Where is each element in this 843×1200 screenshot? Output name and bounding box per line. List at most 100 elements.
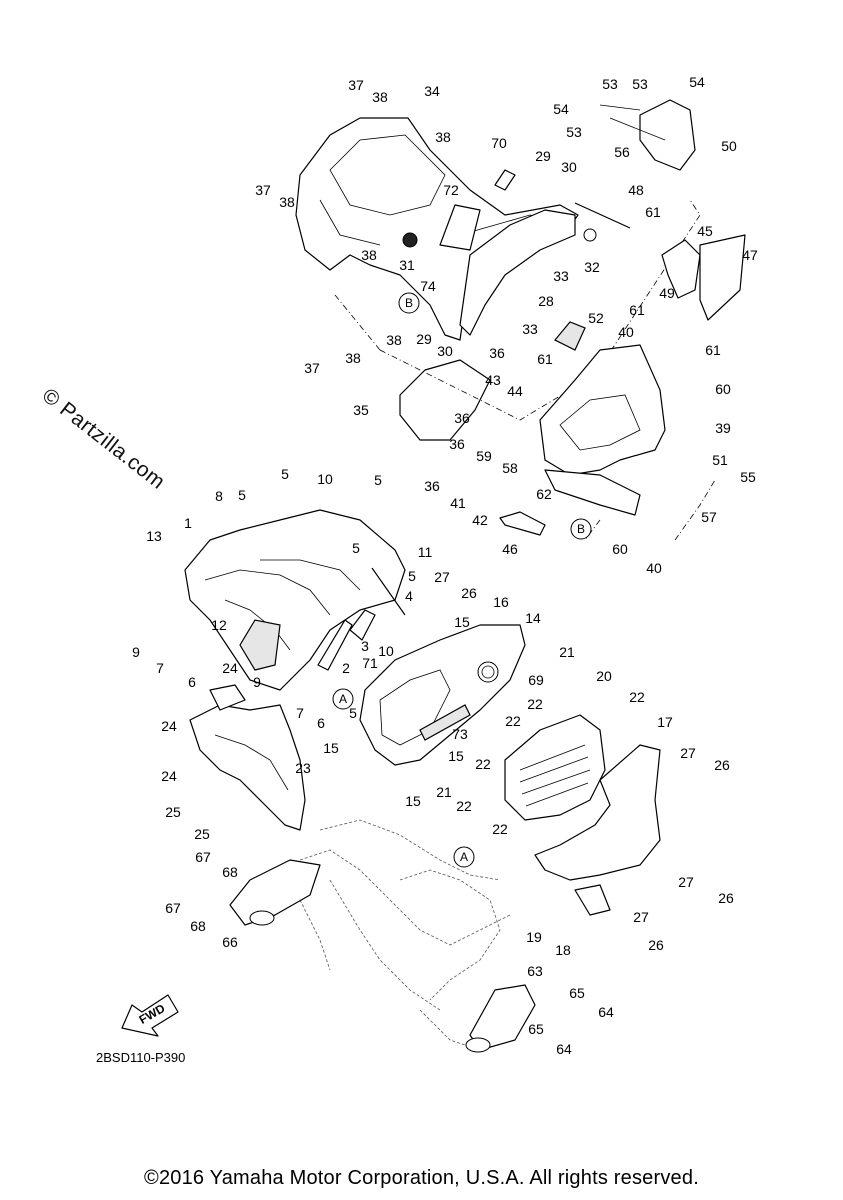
callout-number: 37 bbox=[255, 182, 271, 198]
svg-text:A: A bbox=[339, 692, 347, 706]
callout-number: 30 bbox=[561, 159, 577, 175]
callout-number: 36 bbox=[424, 478, 440, 494]
callout-number: 30 bbox=[437, 343, 453, 359]
callout-number: 16 bbox=[493, 594, 509, 610]
callout-number: 38 bbox=[345, 350, 361, 366]
callout-number: 21 bbox=[559, 644, 575, 660]
callout-number: 10 bbox=[378, 643, 394, 659]
callout-number: 34 bbox=[424, 83, 440, 99]
callout-number: 5 bbox=[352, 540, 360, 556]
grill-part bbox=[504, 714, 606, 821]
callout-number: 51 bbox=[712, 452, 728, 468]
callout-number: 5 bbox=[408, 568, 416, 584]
callout-number: 74 bbox=[420, 278, 436, 294]
callout-number: 63 bbox=[527, 963, 543, 979]
callout-number: 52 bbox=[588, 310, 604, 326]
callout-number: 27 bbox=[678, 874, 694, 890]
callout-number: 40 bbox=[618, 324, 634, 340]
callout-number: 15 bbox=[323, 740, 339, 756]
callout-number: 61 bbox=[629, 302, 645, 318]
callout-number: 22 bbox=[629, 689, 645, 705]
callout-number: 22 bbox=[475, 756, 491, 772]
callout-number: 33 bbox=[522, 321, 538, 337]
callout-number: 60 bbox=[715, 381, 731, 397]
callout-number: 8 bbox=[215, 488, 223, 504]
callout-number: 44 bbox=[507, 383, 523, 399]
callout-number: 67 bbox=[195, 849, 211, 865]
callout-number: 24 bbox=[161, 718, 177, 734]
callout-number: 49 bbox=[659, 285, 675, 301]
callout-number: 5 bbox=[349, 705, 357, 721]
callout-number: 57 bbox=[701, 509, 717, 525]
callout-number: 65 bbox=[528, 1021, 544, 1037]
callout-number: 45 bbox=[697, 223, 713, 239]
pad-part bbox=[439, 204, 481, 251]
callout-number: 41 bbox=[450, 495, 466, 511]
svg-text:A: A bbox=[460, 850, 468, 864]
callout-number: 13 bbox=[146, 528, 162, 544]
main-stay-part bbox=[539, 344, 666, 476]
callout-number: 64 bbox=[556, 1041, 572, 1057]
callout-number: 67 bbox=[165, 900, 181, 916]
bracket-group bbox=[499, 99, 746, 541]
copyright-notice: ©2016 Yamaha Motor Corporation, U.S.A. A… bbox=[144, 1167, 699, 1189]
callout-number: 54 bbox=[553, 101, 569, 117]
callout-number: 18 bbox=[555, 942, 571, 958]
callout-number: 71 bbox=[362, 655, 378, 671]
callout-number: 15 bbox=[448, 748, 464, 764]
callout-number: 38 bbox=[372, 89, 388, 105]
frame-group bbox=[229, 819, 536, 1053]
reference-circle-a: A bbox=[332, 688, 354, 710]
callout-number: 20 bbox=[596, 668, 612, 684]
callout-number: 33 bbox=[553, 268, 569, 284]
svg-text:B: B bbox=[405, 296, 413, 310]
callout-number: 27 bbox=[680, 745, 696, 761]
callout-number: 61 bbox=[645, 204, 661, 220]
callout-number: 69 bbox=[528, 672, 544, 688]
callout-number: 68 bbox=[190, 918, 206, 934]
callout-number: 17 bbox=[657, 714, 673, 730]
callout-number: 10 bbox=[317, 471, 333, 487]
callout-number: 14 bbox=[525, 610, 541, 626]
callout-number: 56 bbox=[614, 144, 630, 160]
callout-number: 55 bbox=[740, 469, 756, 485]
callout-number: 54 bbox=[689, 74, 705, 90]
callout-number: 26 bbox=[648, 937, 664, 953]
callout-number: 6 bbox=[188, 674, 196, 690]
callout-number: 19 bbox=[526, 929, 542, 945]
callout-number: 21 bbox=[436, 784, 452, 800]
callout-number: 6 bbox=[317, 715, 325, 731]
callout-number: 68 bbox=[222, 864, 238, 880]
front-cowl-group bbox=[359, 624, 661, 916]
lower-front-cowl-part bbox=[534, 744, 661, 881]
front-cowl-part bbox=[359, 624, 526, 766]
callout-number: 59 bbox=[476, 448, 492, 464]
svg-text:B: B bbox=[577, 522, 585, 536]
callout-number: 38 bbox=[435, 129, 451, 145]
diagram-code: 2BSD110-P390 bbox=[96, 1050, 186, 1065]
callout-number: 22 bbox=[527, 696, 543, 712]
callout-number: 38 bbox=[361, 247, 377, 263]
callout-number: 5 bbox=[238, 487, 246, 503]
callout-number: 53 bbox=[602, 76, 618, 92]
side-panel-group bbox=[184, 509, 406, 831]
callout-number: 9 bbox=[132, 644, 140, 660]
callout-number: 38 bbox=[386, 332, 402, 348]
callout-number: 62 bbox=[536, 486, 552, 502]
side-cover-part bbox=[399, 359, 491, 441]
callout-number: 22 bbox=[505, 713, 521, 729]
reference-circle-b: B bbox=[398, 292, 420, 314]
callout-number: 36 bbox=[489, 345, 505, 361]
callout-number: 36 bbox=[449, 436, 465, 452]
inner-panel-part bbox=[459, 209, 576, 336]
callout-number: 58 bbox=[502, 460, 518, 476]
callout-number: 5 bbox=[281, 466, 289, 482]
callout-number: 53 bbox=[632, 76, 648, 92]
callout-number: 26 bbox=[718, 890, 734, 906]
callout-number: 60 bbox=[612, 541, 628, 557]
callout-number: 29 bbox=[416, 331, 432, 347]
callout-number: 22 bbox=[456, 798, 472, 814]
callout-number: 35 bbox=[353, 402, 369, 418]
callout-number: 27 bbox=[434, 569, 450, 585]
